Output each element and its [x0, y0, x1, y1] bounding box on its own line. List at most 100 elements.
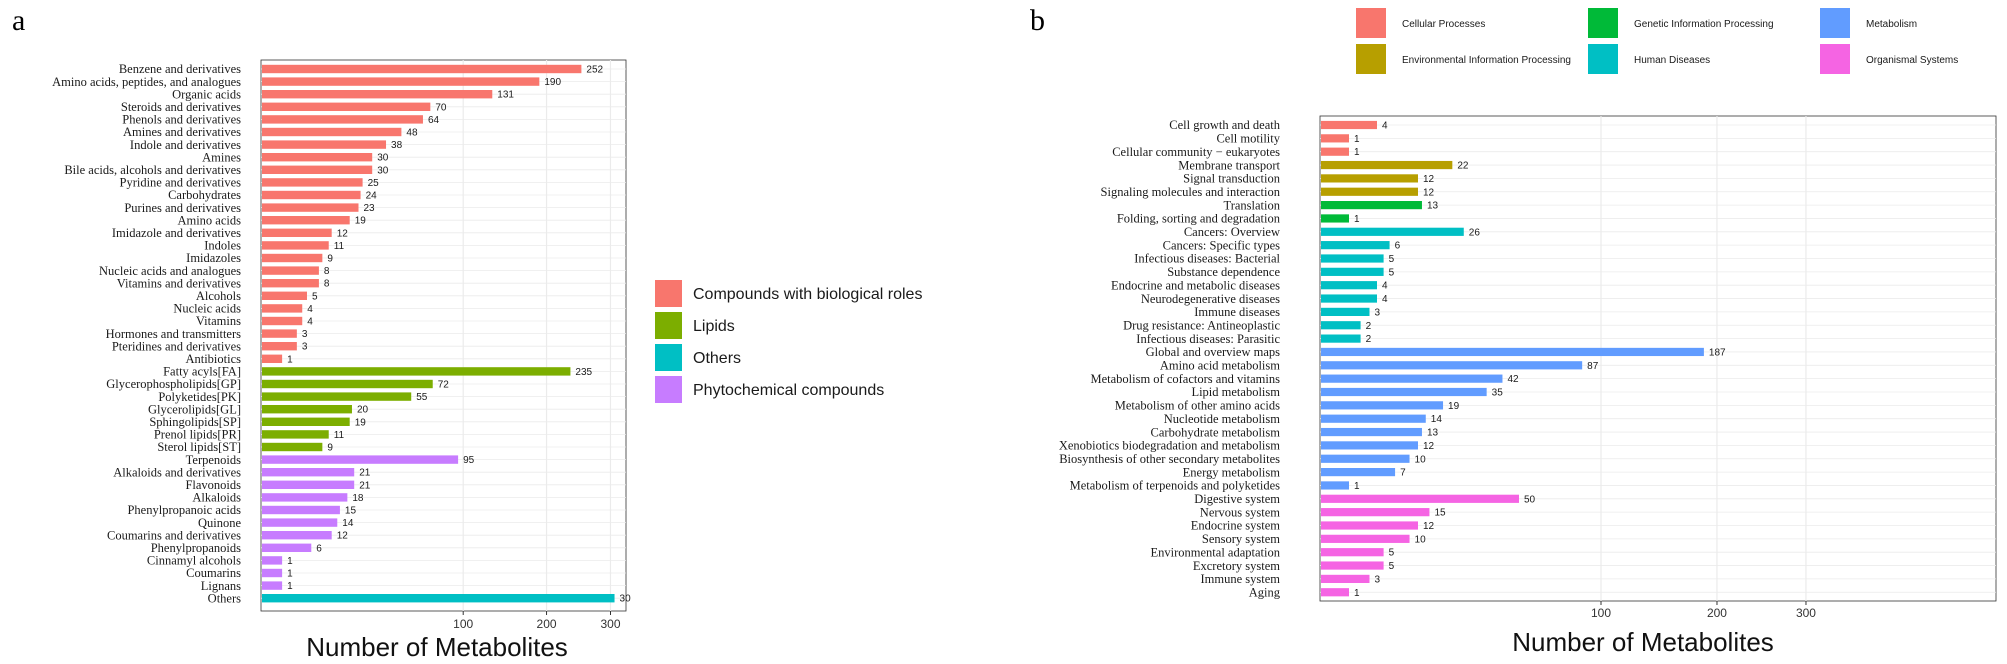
value-label-lignans: 1 — [287, 581, 293, 592]
category-label-aging: Aging — [1249, 585, 1281, 599]
category-label-sphingolipids-sp: Sphingolipids[SP] — [149, 415, 241, 429]
bar-drug-resistance-antineoplastic — [1321, 321, 1361, 330]
legend-swatch-compounds-with-biological-roles — [655, 280, 682, 307]
value-label-folding-sorting-and-degradation: 1 — [1354, 214, 1360, 225]
bar-pyridine-and-derivatives — [262, 178, 363, 187]
legend-swatch-lipids — [655, 312, 682, 339]
legend-swatch-environmental-information-processing — [1356, 44, 1386, 74]
category-label-coumarins-and-derivatives: Coumarins and derivatives — [107, 528, 241, 542]
legend-swatch-genetic-information-processing — [1588, 8, 1618, 38]
category-label-cell-motility: Cell motility — [1216, 132, 1280, 146]
value-label-global-and-overview-maps: 187 — [1709, 347, 1726, 358]
value-label-sensory-system: 10 — [1415, 534, 1427, 545]
bar-alkaloids-and-derivatives — [262, 468, 355, 477]
value-label-aging: 1 — [1354, 588, 1360, 599]
bar-amino-acids — [262, 216, 350, 225]
category-label-xenobiotics-biodegradation-and-metabolism: Xenobiotics biodegradation and metabolis… — [1059, 439, 1280, 453]
bar-vitamins-and-derivatives — [262, 279, 319, 288]
category-label-excretory-system: Excretory system — [1193, 559, 1280, 573]
category-label-immune-diseases: Immune diseases — [1194, 305, 1280, 319]
category-label-amino-acids: Amino acids — [177, 213, 241, 227]
category-label-sensory-system: Sensory system — [1202, 532, 1280, 546]
legend-swatch-organismal-systems — [1820, 44, 1850, 74]
bar-energy-metabolism — [1321, 468, 1396, 477]
bar-sphingolipids-sp — [262, 417, 350, 426]
value-label-infectious-diseases-parasitic: 2 — [1366, 334, 1372, 345]
legend-swatch-others — [655, 344, 682, 371]
value-label-neurodegenerative-diseases: 4 — [1382, 294, 1388, 305]
category-label-glycerolipids-gl: Glycerolipids[GL] — [148, 402, 241, 416]
bar-phenylpropanoids — [262, 543, 312, 552]
value-label-carbohydrates: 24 — [366, 191, 378, 202]
category-label-cancers-specific-types: Cancers: Specific types — [1163, 238, 1280, 252]
category-label-fatty-acyls-fa: Fatty acyls[FA] — [163, 365, 241, 379]
value-label-cancers-overview: 26 — [1469, 227, 1481, 238]
x-tick-label-300: 300 — [1796, 606, 1816, 620]
bar-amino-acid-metabolism — [1321, 361, 1583, 370]
x-axis-title-a: Number of Metabolites — [306, 632, 568, 662]
category-label-amines-and-derivatives: Amines and derivatives — [123, 125, 241, 139]
value-label-vitamins: 4 — [307, 317, 313, 328]
bar-lipid-metabolism — [1321, 387, 1487, 397]
legend-label-lipids: Lipids — [693, 318, 735, 335]
category-label-steroids-and-derivatives: Steroids and derivatives — [121, 100, 241, 114]
value-label-biosynthesis-of-other-secondary-metabolites: 10 — [1415, 454, 1427, 465]
category-label-polyketides-pk: Polyketides[PK] — [158, 390, 241, 404]
bar-coumarins — [262, 568, 283, 578]
value-label-lipid-metabolism: 35 — [1492, 388, 1504, 399]
bar-aging — [1321, 588, 1349, 597]
bar-benzene-and-derivatives — [262, 64, 582, 74]
bar-cell-motility — [1321, 134, 1349, 143]
legend-label-metabolism: Metabolism — [1866, 19, 1917, 30]
bar-carbohydrate-metabolism — [1321, 427, 1422, 437]
category-label-vitamins-and-derivatives: Vitamins and derivatives — [117, 276, 241, 290]
category-label-nucleic-acids: Nucleic acids — [173, 302, 241, 316]
bar-endocrine-and-metabolic-diseases — [1321, 281, 1377, 290]
category-label-lipid-metabolism: Lipid metabolism — [1191, 385, 1280, 399]
value-label-nucleotide-metabolism: 14 — [1431, 414, 1443, 425]
bar-membrane-transport — [1321, 160, 1453, 170]
value-label-cancers-specific-types: 6 — [1395, 241, 1401, 252]
category-label-pteridines-and-derivatives: Pteridines and derivatives — [112, 339, 241, 353]
x-axis-title-b: Number of Metabolites — [1512, 627, 1774, 657]
legend-label-compounds-with-biological-roles: Compounds with biological roles — [693, 286, 922, 303]
value-label-amino-acids-peptides-and-analogues: 190 — [544, 77, 561, 88]
category-label-pyridine-and-derivatives: Pyridine and derivatives — [120, 176, 242, 190]
bar-pteridines-and-derivatives — [262, 342, 297, 351]
category-label-indoles: Indoles — [204, 239, 241, 253]
category-label-neurodegenerative-diseases: Neurodegenerative diseases — [1141, 292, 1280, 306]
category-label-flavonoids: Flavonoids — [185, 478, 241, 492]
value-label-carbohydrate-metabolism: 13 — [1427, 428, 1439, 439]
bar-nucleic-acids-and-analogues — [262, 266, 319, 275]
x-tick-label-100: 100 — [453, 617, 473, 631]
category-label-metabolism-of-terpenoids-and-polyketides: Metabolism of terpenoids and polyketides — [1070, 479, 1281, 493]
category-label-amino-acid-metabolism: Amino acid metabolism — [1160, 359, 1280, 373]
bar-metabolism-of-other-amino-acids — [1321, 401, 1444, 410]
category-label-phenols-and-derivatives: Phenols and derivatives — [122, 113, 241, 127]
value-label-membrane-transport: 22 — [1457, 161, 1469, 172]
legend-label-environmental-information-processing: Environmental Information Processing — [1402, 55, 1571, 66]
category-label-amines: Amines — [202, 150, 241, 164]
value-label-cell-motility: 1 — [1354, 134, 1360, 145]
value-label-pteridines-and-derivatives: 3 — [302, 342, 308, 353]
bar-quinone — [262, 518, 338, 527]
x-tick-label-100: 100 — [1591, 606, 1611, 620]
legend-swatch-cellular-processes — [1356, 8, 1386, 38]
bar-cancers-overview — [1321, 227, 1464, 236]
bar-signaling-molecules-and-interaction — [1321, 187, 1418, 196]
category-label-cell-growth-and-death: Cell growth and death — [1169, 118, 1280, 132]
bar-amino-acids-peptides-and-analogues — [262, 77, 540, 86]
bar-indoles — [262, 241, 329, 250]
value-label-drug-resistance-antineoplastic: 2 — [1366, 321, 1372, 332]
value-label-fatty-acyls-fa: 235 — [575, 367, 592, 378]
category-label-lignans: Lignans — [201, 579, 241, 593]
value-label-bile-acids-alcohols-and-derivatives: 30 — [377, 165, 389, 176]
category-label-environmental-adaptation: Environmental adaptation — [1151, 545, 1281, 559]
category-label-purines-and-derivatives: Purines and derivatives — [124, 201, 241, 215]
bar-biosynthesis-of-other-secondary-metabolites — [1321, 454, 1410, 463]
bar-sensory-system — [1321, 534, 1410, 543]
value-label-glycerophospholipids-gp: 72 — [438, 380, 450, 391]
category-label-folding-sorting-and-degradation: Folding, sorting and degradation — [1117, 212, 1281, 226]
